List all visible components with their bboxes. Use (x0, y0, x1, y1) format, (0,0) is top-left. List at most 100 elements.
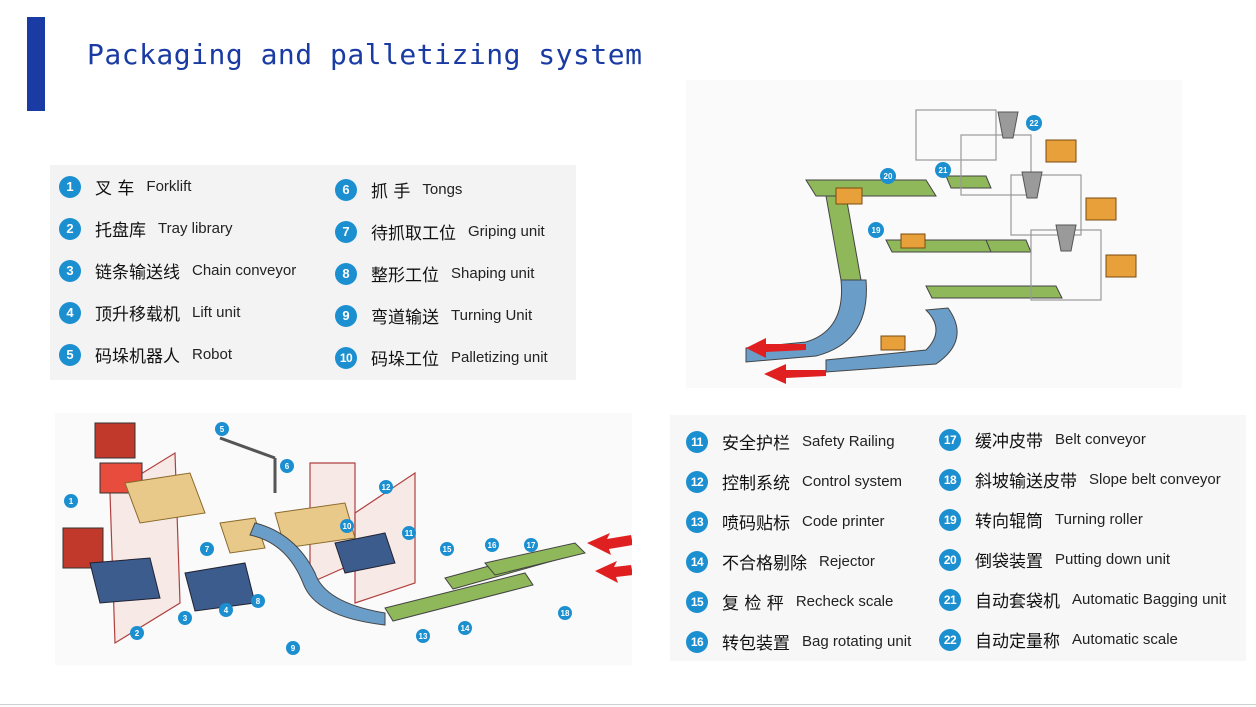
forklifts (62, 422, 143, 569)
number-badge: 22 (939, 628, 961, 651)
legend-en: Robot (192, 346, 233, 363)
legend-item-2: 2 托盘库 Tray library (59, 216, 232, 241)
legend-item-16: 16 转包装置 Bag rotating unit (686, 629, 911, 654)
tag-1: 1 (69, 497, 74, 506)
number-badge: 3 (59, 259, 81, 282)
legend-zh: 复 检 秤 (722, 594, 784, 614)
red-arrows (587, 533, 633, 583)
legend-en: Belt conveyor (1055, 431, 1146, 448)
tag-4: 4 (224, 606, 229, 615)
legend-zh: 待抓取工位 (371, 224, 456, 244)
number-badge: 12 (686, 470, 708, 493)
legend-item-22: 22 自动定量称 Automatic scale (939, 627, 1178, 652)
legend-en: Turning Unit (451, 307, 533, 324)
legend-zh: 自动定量称 (975, 632, 1060, 652)
tag-5: 5 (220, 425, 225, 434)
pallet-stacks (124, 472, 356, 554)
tag-7: 7 (205, 545, 210, 554)
legend-en: Bag rotating unit (802, 633, 912, 650)
legend-zh: 叉 车 (95, 179, 135, 199)
legend-zh: 缓冲皮带 (975, 432, 1043, 452)
legend-en: Tray library (158, 220, 233, 237)
conveyor-left (249, 522, 586, 626)
legend-item-15: 15 复 检 秤 Recheck scale (686, 589, 893, 614)
legend-zh: 链条输送线 (95, 263, 180, 283)
number-badge: 11 (686, 430, 708, 453)
number-badge: 14 (686, 550, 708, 573)
legend-en: Slope belt conveyor (1089, 471, 1221, 488)
tag-15: 15 (443, 545, 452, 554)
tag-2: 2 (135, 629, 140, 638)
number-badge: 2 (59, 217, 81, 240)
legend-en: Lift unit (192, 304, 241, 321)
legend-item-19: 19 转向辊筒 Turning roller (939, 507, 1143, 532)
legend-item-4: 4 顶升移载机 Lift unit (59, 300, 240, 325)
legend-item-12: 12 控制系统 Control system (686, 469, 902, 494)
number-badge: 8 (335, 262, 357, 285)
legend-item-1: 1 叉 车 Forklift (59, 174, 191, 199)
legend-en: Tongs (422, 181, 463, 198)
legend-item-8: 8 整形工位 Shaping unit (335, 261, 534, 286)
tag-18: 18 (561, 609, 570, 618)
legend-en: Palletizing unit (451, 349, 548, 366)
legend-en: Turning roller (1055, 511, 1143, 528)
robot-arm (219, 436, 277, 493)
legend-item-7: 7 待抓取工位 Griping unit (335, 219, 545, 244)
page-title: Packaging and palletizing system (87, 38, 643, 71)
tag-19: 19 (872, 226, 881, 235)
legend-zh: 码垛机器人 (95, 347, 180, 367)
legend-item-5: 5 码垛机器人 Robot (59, 342, 232, 367)
tag-14: 14 (461, 624, 470, 633)
legend-en: Griping unit (468, 223, 545, 240)
diagram-tags-right: 19 20 21 22 (868, 115, 1042, 238)
number-badge: 20 (939, 548, 961, 571)
legend-zh: 不合格剔除 (722, 554, 807, 574)
number-badge: 5 (59, 343, 81, 366)
legend-item-17: 17 缓冲皮带 Belt conveyor (939, 427, 1146, 452)
legend-item-10: 10 码垛工位 Palletizing unit (335, 345, 548, 370)
legend-zh: 转向辊筒 (975, 512, 1043, 532)
conveyor-belts (745, 175, 1063, 373)
legend-en: Shaping unit (451, 265, 535, 282)
legend-item-18: 18 斜坡输送皮带 Slope belt conveyor (939, 467, 1221, 492)
tag-22: 22 (1030, 119, 1039, 128)
tag-6: 6 (285, 462, 290, 471)
legend-item-21: 21 自动套袋机 Automatic Bagging unit (939, 587, 1226, 612)
tag-16: 16 (488, 541, 497, 550)
scale-hoppers (997, 111, 1077, 252)
legend-zh: 喷码贴标 (722, 514, 790, 534)
legend-item-6: 6 抓 手 Tongs (335, 177, 462, 202)
tag-11: 11 (405, 529, 414, 538)
legend-zh: 转包装置 (722, 634, 790, 654)
legend-zh: 弯道输送 (371, 308, 439, 328)
bagging-line-diagram: 19 20 21 22 (686, 80, 1182, 388)
legend-item-11: 11 安全护栏 Safety Railing (686, 429, 895, 454)
number-badge: 6 (335, 178, 357, 201)
legend-zh: 托盘库 (95, 221, 146, 241)
tag-10: 10 (343, 522, 352, 531)
pallet-blue (89, 532, 396, 612)
legend-en: Code printer (802, 513, 885, 530)
tag-17: 17 (527, 541, 536, 550)
tag-9: 9 (291, 644, 296, 653)
legend-en: Putting down unit (1055, 551, 1171, 568)
tag-12: 12 (382, 483, 391, 492)
number-badge: 15 (686, 590, 708, 613)
legend-zh: 顶升移载机 (95, 305, 180, 325)
legend-en: Rejector (819, 553, 875, 570)
bagging-line-illustration: 19 20 21 22 (745, 109, 1137, 384)
legend-en: Automatic Bagging unit (1072, 591, 1227, 608)
legend-bottom-background (670, 415, 1246, 661)
legend-zh: 斜坡输送皮带 (975, 472, 1077, 492)
tag-13: 13 (419, 632, 428, 641)
legend-item-9: 9 弯道输送 Turning Unit (335, 303, 532, 328)
legend-item-3: 3 链条输送线 Chain conveyor (59, 258, 296, 283)
legend-en: Automatic scale (1072, 631, 1178, 648)
number-badge: 21 (939, 588, 961, 611)
number-badge: 13 (686, 510, 708, 533)
diagram-tags-left: 1 2 3 4 5 6 7 8 9 10 11 12 13 14 15 16 1… (64, 422, 572, 655)
tag-3: 3 (183, 614, 188, 623)
legend-zh: 安全护栏 (722, 434, 790, 454)
number-badge: 1 (59, 175, 81, 198)
footer-divider (0, 704, 1256, 705)
